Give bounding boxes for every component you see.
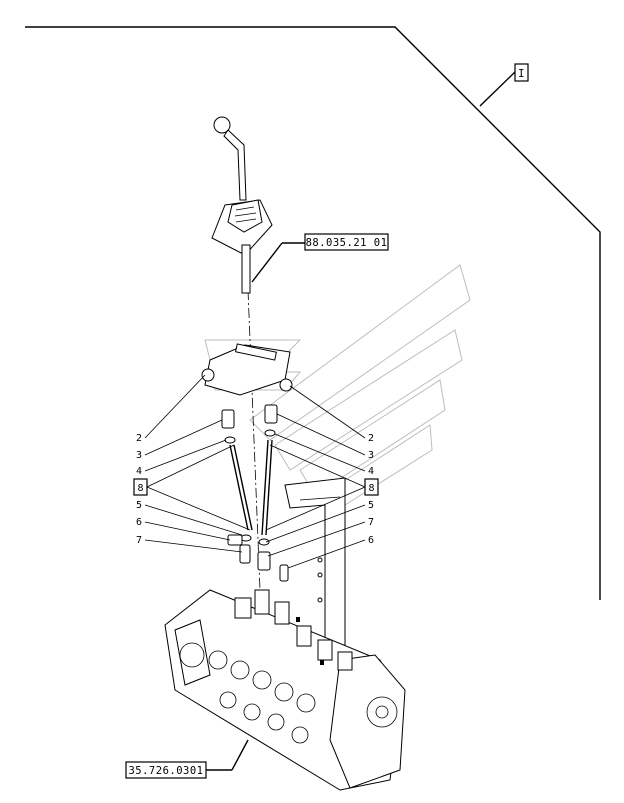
callout-left-7: 7 — [136, 535, 142, 546]
frame-line — [25, 26, 601, 600]
valve-ref-label: 35.726.0301 — [128, 765, 203, 777]
group-leader — [479, 71, 516, 107]
callout-left-2: 2 — [136, 433, 142, 444]
callout-left-6: 6 — [136, 517, 142, 528]
left-callouts: 2 3 4 8 5 6 7 — [133, 374, 251, 553]
center-axis — [247, 289, 263, 641]
group-label: I — [518, 68, 525, 80]
control-lever — [211, 116, 273, 294]
callout-right-6: 6 — [368, 535, 374, 546]
lever-ref-label: 88.035.21 01 — [306, 237, 388, 249]
lever-leader — [251, 242, 283, 283]
callout-right-3: 3 — [368, 450, 374, 461]
callout-right-8: 8 — [368, 483, 374, 494]
callout-right-2: 2 — [368, 433, 374, 444]
callout-right-7: 7 — [368, 517, 374, 528]
callout-right-5: 5 — [368, 500, 374, 511]
callout-left-4: 4 — [136, 466, 142, 477]
linkage-right — [257, 404, 289, 582]
valve-leader — [231, 739, 249, 771]
linkage-left — [221, 409, 253, 564]
callout-right-4: 4 — [368, 466, 374, 477]
right-callouts: 2 3 4 8 5 7 6 — [265, 385, 379, 569]
lever-ref-box — [304, 233, 389, 251]
mounting-plate — [201, 343, 293, 396]
hydraulic-valve-block — [164, 589, 406, 791]
callout-left-8: 8 — [137, 483, 143, 494]
group-label-box — [514, 63, 529, 82]
callout-left-5: 5 — [136, 500, 142, 511]
callout-left-3: 3 — [136, 450, 142, 461]
